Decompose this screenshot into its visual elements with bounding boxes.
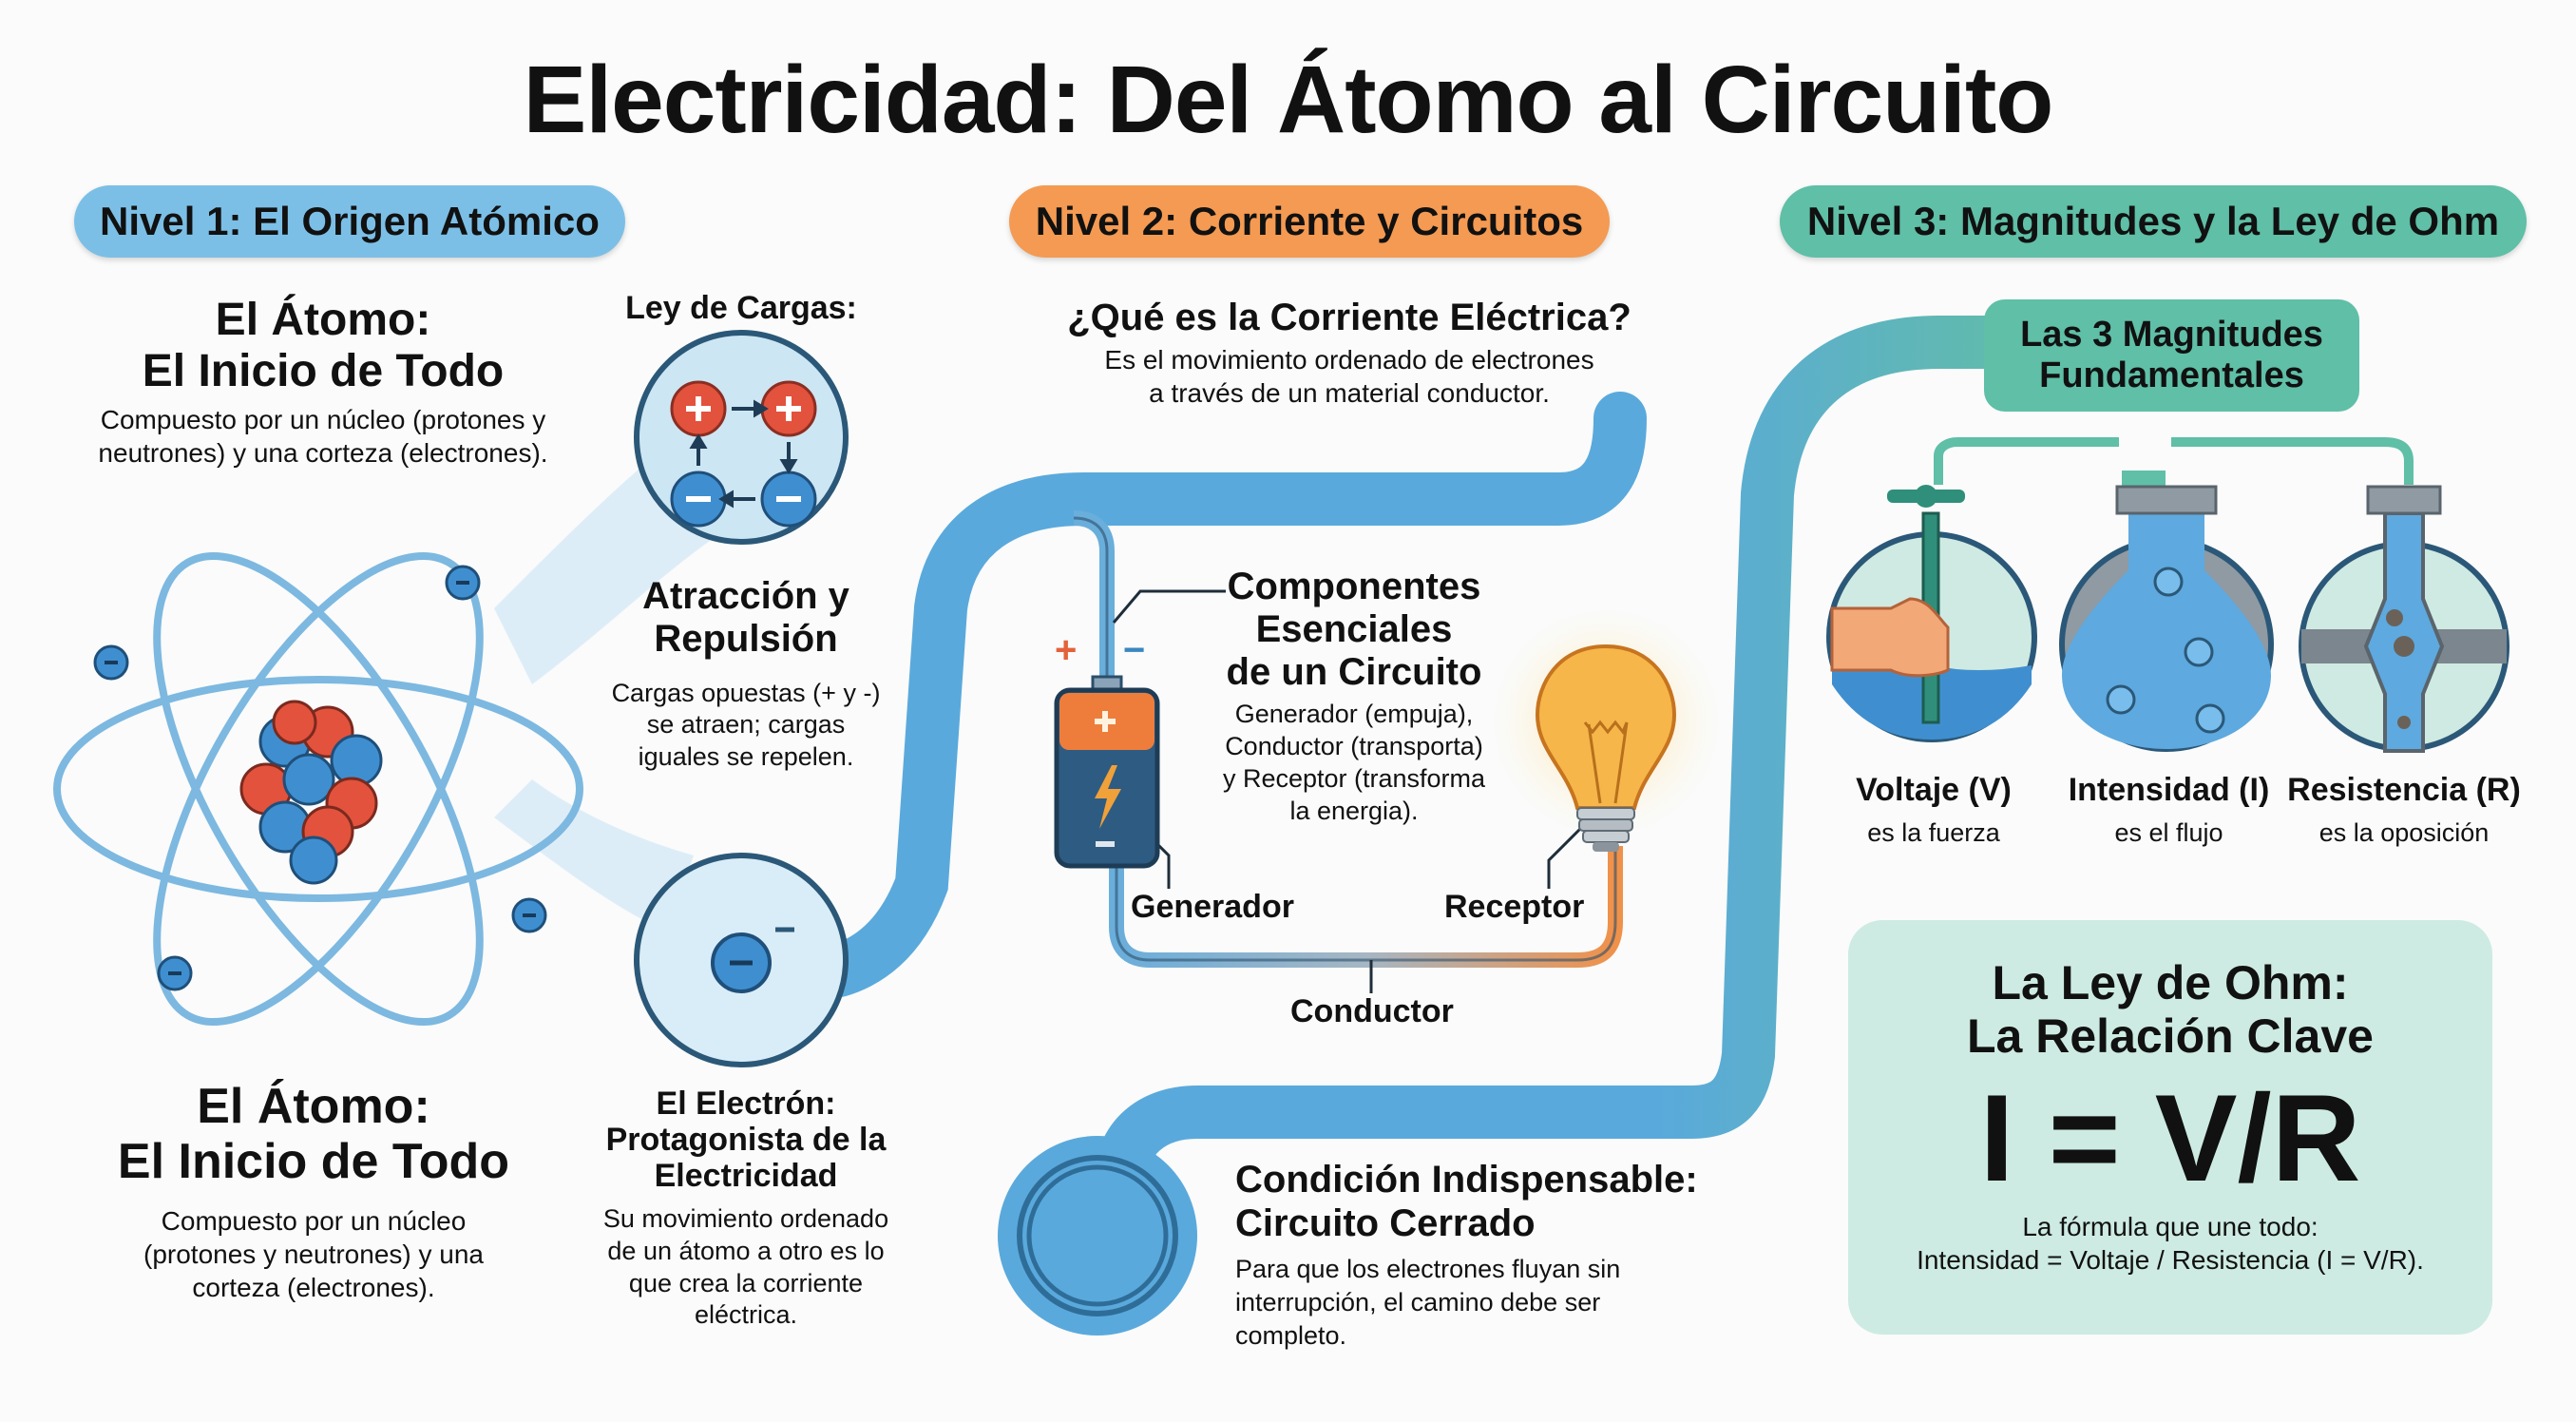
magnitudes-header-1: Las 3 Magnitudes [2020,315,2323,356]
ohm-law-box: La Ley de Ohm: La Relación Clave I = V/R… [1848,920,2492,1335]
atom-bottom-desc-1: Compuesto por un núcleo [161,1206,467,1237]
electron-desc-3: que crea la corriente [628,1268,864,1297]
charges-section: Atracción y Repulsión Cargas opuestas (+… [570,575,922,774]
current-section: ¿Qué es la Corriente Eléctrica? Es el mo… [1026,297,1672,410]
magnitude-voltage: Voltaje (V) es la fuerza [1820,772,2048,850]
receiver-label: Receptor [1444,889,1585,925]
magnitudes-header-2: Fundamentales [2039,356,2304,395]
electron-desc-4: eléctrica. [694,1300,798,1330]
conductor-label: Conductor [1290,993,1454,1029]
lightbulb-icon [1492,608,1720,852]
resistance-pipe-icon [2299,485,2509,753]
electron-desc-2: de un átomo a otro es lo [607,1236,885,1265]
level-3-header: Nivel 3: Magnitudes y la Ley de Ohm [1780,185,2527,258]
components-desc-4: la energia). [1289,796,1419,825]
voltage-desc: es la fuerza [1867,818,2000,848]
ohm-desc-1: La fórmula que une todo: [2022,1212,2318,1241]
atom-top-section: El Átomo: El Inicio de Todo Compuesto po… [57,295,589,470]
level-2-header: Nivel 2: Corriente y Circuitos [1009,185,1610,258]
charges-title-2: Repulsión [654,617,838,660]
generator-label: Generador [1131,889,1294,925]
components-title-3: de un Circuito [1226,650,1482,693]
voltage-name: Voltaje (V) [1856,772,2012,808]
atom-illustration [53,552,583,1026]
electron-title-2: Protagonista de la [605,1122,887,1159]
closed-circuit-desc-1: Para que los electrones fluyan sin [1235,1255,1621,1283]
components-desc-1: Generador (empuja), [1234,700,1474,729]
atom-top-desc-2: neutrones) y una corteza (electrones). [98,437,548,468]
intensity-flow-icon [2059,485,2274,752]
battery-minus-sign: − [1123,629,1146,671]
atom-top-title-1: El Átomo: [215,295,431,345]
resistance-desc: es la oposición [2318,818,2490,848]
charges-desc-3: iguales se repelen. [638,742,854,772]
electron-title-3: Electricidad [654,1158,838,1195]
ohm-formula: I = V/R [1979,1068,2361,1207]
components-title-1: Componentes [1227,566,1481,607]
closed-circuit-section: Condición Indispensable: Circuito Cerrad… [1235,1158,1767,1353]
electron-icon [634,853,849,1067]
charges-title-1: Atracción y [642,575,849,617]
ohm-desc-2: Intensidad = Voltaje / Resistencia (I = … [1917,1245,2424,1275]
current-desc-2: a través de un material conductor. [1149,377,1550,408]
closed-circuit-desc-3: completo. [1235,1321,1347,1351]
charges-desc-1: Cargas opuestas (+ y -) [611,678,881,707]
ohm-title-1: La Ley de Ohm: [1992,956,2349,1009]
electron-desc-1: Su movimiento ordenado [602,1204,889,1234]
electron-section: El Electrón: Protagonista de la Electric… [580,1086,912,1332]
magnitude-resistance: Resistencia (R) es la oposición [2280,772,2528,850]
ohm-title-2: La Relación Clave [1967,1009,2374,1063]
atom-bottom-title-2: El Inicio de Todo [117,1134,510,1190]
charge-law-icon [634,330,849,545]
nucleus-icon [239,700,383,885]
closed-circuit-title-2: Circuito Cerrado [1235,1202,1536,1244]
resistance-name: Resistencia (R) [2287,772,2521,808]
atom-bottom-desc-2: (protones y neutrones) y una [143,1239,484,1270]
charge-law-label: Ley de Cargas: [625,290,857,326]
atom-top-title-2: El Inicio de Todo [142,345,505,396]
magnitudes-header: Las 3 Magnitudes Fundamentales [1984,299,2359,412]
battery-icon [1054,675,1160,869]
closed-circuit-title-1: Condición Indispensable: [1235,1159,1698,1201]
atom-bottom-desc-3: corteza (electrones). [192,1273,435,1303]
current-title: ¿Qué es la Corriente Eléctrica? [1067,297,1631,338]
atom-top-desc-1: Compuesto por un núcleo (protones y [100,404,546,434]
page-title: Electricidad: Del Átomo al Circuito [523,47,2054,153]
components-section: Componentes Esenciales de un Circuito Ge… [1193,566,1516,827]
components-title-2: Esenciales [1255,607,1453,650]
components-desc-2: Conductor (transporta) [1225,732,1483,761]
current-desc-1: Es el movimiento ordenado de electrones [1104,344,1594,375]
level-1-header: Nivel 1: El Origen Atómico [74,185,625,258]
electron-title-1: El Electrón: [656,1086,836,1122]
atom-bottom-section: El Átomo: El Inicio de Todo Compuesto po… [76,1079,551,1304]
closed-circuit-desc-2: interrupción, el camino debe ser [1235,1288,1601,1317]
charges-desc-2: se atraen; cargas [646,710,846,740]
intensity-name: Intensidad (I) [2068,772,2270,808]
voltage-faucet-icon [1826,485,2037,742]
magnitude-intensity: Intensidad (I) es el flujo [2052,772,2285,850]
battery-plus-sign: + [1055,629,1078,671]
components-desc-3: y Receptor (transforma [1222,763,1486,793]
atom-bottom-title-1: El Átomo: [197,1079,430,1134]
intensity-desc: es el flujo [2114,818,2223,848]
